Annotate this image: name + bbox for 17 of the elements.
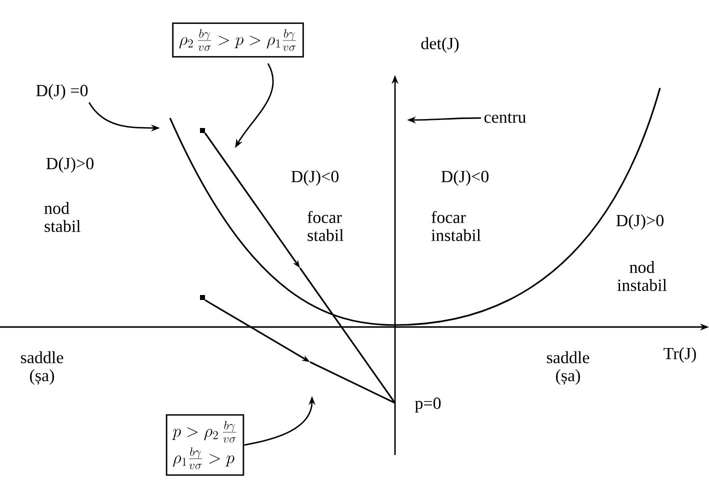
condition-box: $\rho_2\,\frac{b\gamma}{v\sigma} > p > \rho_1\frac{b\gamma}{v\sigma}$ xyxy=(172,22,304,58)
region-label: nod instabil xyxy=(617,261,667,291)
condition-box: $p > \rho_2\,\frac{b\gamma}{v\sigma}$ $\rho_1\frac{b\gamma}{v\sigma} > p$ xyxy=(166,414,244,476)
region-label: saddle (șa) xyxy=(546,351,590,385)
region-label: D(J)<0 xyxy=(291,170,338,186)
region-label: D(J)>0 xyxy=(46,157,94,173)
point-label: p=0 xyxy=(414,398,441,412)
region-label: D(J)<0 xyxy=(441,170,488,186)
region-label: focar instabil xyxy=(431,210,481,242)
curve-label: D(J) =0 xyxy=(36,84,88,100)
axis-label: Tr(J) xyxy=(664,347,696,363)
region-label: focar stabil xyxy=(308,210,344,242)
axis-label: det(J) xyxy=(421,37,459,53)
curve-label: centru xyxy=(484,113,526,123)
region-label: saddle (șa) xyxy=(20,351,64,385)
region-label: nod stabil xyxy=(44,202,80,232)
region-label: D(J)>0 xyxy=(616,214,664,230)
